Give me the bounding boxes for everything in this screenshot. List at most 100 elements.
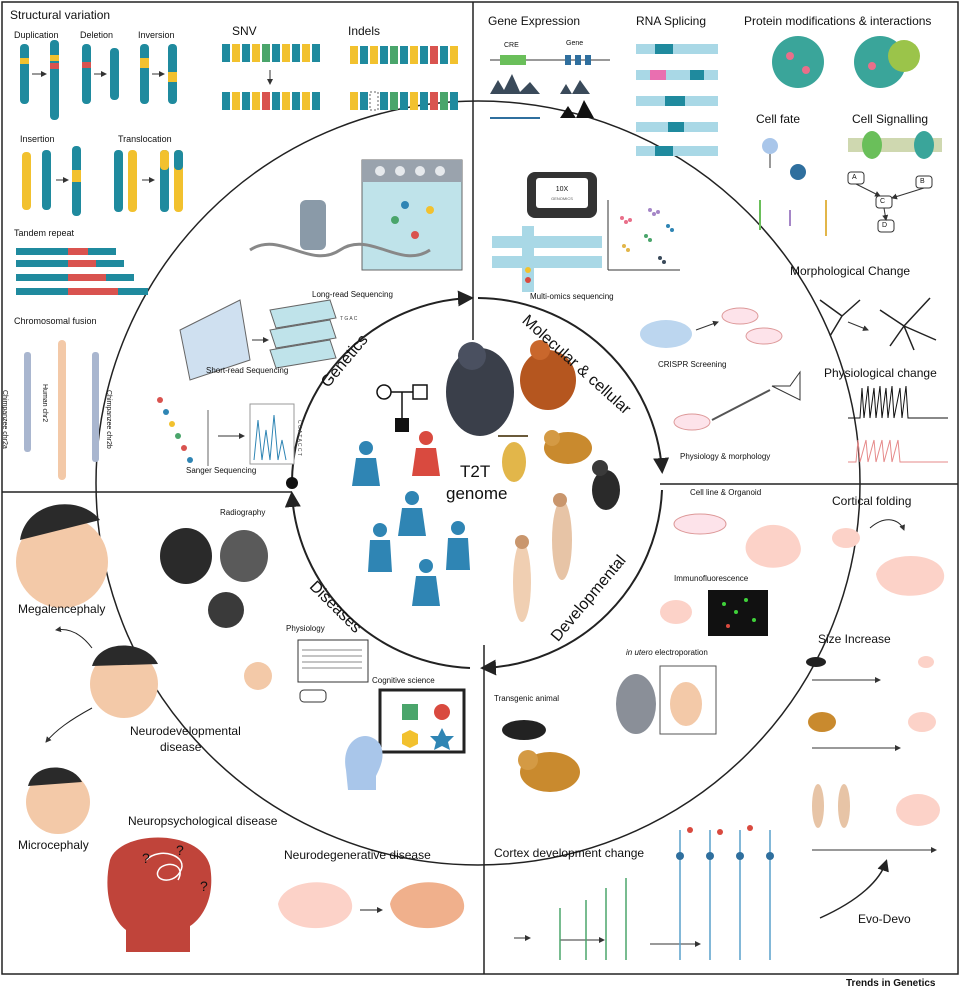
cell-fate-illustration [759, 138, 827, 236]
hominin-icons [513, 493, 572, 622]
transgenic-animals [502, 720, 580, 792]
mri-scans [160, 528, 268, 628]
insertion-illustration [22, 146, 81, 216]
cortical-folding-illustration [832, 519, 945, 596]
label-physiology: Physiology [286, 624, 325, 633]
people-icons [352, 431, 470, 606]
label-structural-variation: Structural variation [10, 8, 111, 22]
question-mark-2: ? [176, 842, 184, 858]
long-read-sequencer [249, 159, 463, 271]
indels-illustration [350, 46, 458, 111]
label-neuropsych: Neuropsychological disease [128, 814, 278, 828]
question-mark-3: ? [200, 878, 208, 894]
label-snv: SNV [232, 24, 257, 38]
label-cell-fate: Cell fate [756, 112, 801, 126]
label-physio-morph: Physiology & morphology [680, 452, 771, 461]
crispr-illustration [640, 307, 783, 348]
chip-label: 10X [556, 186, 569, 193]
label-in-utero-rest: electroporation [652, 648, 708, 657]
label-cell-signalling: Cell Signalling [852, 112, 929, 126]
label-inversion: Inversion [138, 30, 175, 40]
label-neurodevelopmental-1: Neurodevelopmental [130, 724, 241, 738]
cortex-development-illustration [514, 825, 774, 960]
label-transgenic: Transgenic animal [494, 694, 560, 703]
neurodegeneration-brains [278, 882, 465, 929]
label-physio-change: Physiological change [824, 366, 937, 380]
label-cognitive: Cognitive science [372, 676, 435, 685]
start-dot [286, 477, 298, 489]
label-rna-splicing: RNA Splicing [636, 14, 707, 28]
label-in-utero-italic: in utero [626, 648, 653, 657]
eeg-illustration [244, 639, 369, 703]
rna-splicing-illustration [636, 44, 718, 156]
pedigree-icon [376, 384, 428, 432]
arrow-molecular [477, 297, 670, 474]
label-morph-change: Morphological Change [790, 264, 911, 278]
label-indels: Indels [348, 24, 381, 38]
label-gene: Gene [566, 40, 584, 47]
short-read-flowcell: T G A C [179, 299, 358, 381]
label-chimp-chr2b: Chimpanzee chr2b [105, 390, 112, 449]
label-duplication: Duplication [14, 30, 59, 40]
gorilla-icon [446, 342, 514, 436]
size-increase-illustration [806, 656, 940, 853]
label-short-read: Short-read Sequencing [206, 366, 289, 375]
label-chimp-chr2a: Chimpanzee chr2a [1, 390, 8, 449]
label-gene-expression: Gene Expression [488, 14, 581, 28]
evo-devo-arrow [819, 859, 889, 919]
label-microcephaly: Microcephaly [18, 838, 89, 852]
outer-ring [95, 100, 861, 866]
arrow-genetics [291, 290, 474, 481]
flowcell-letters: T G A C [340, 316, 358, 322]
macaque-icon [544, 430, 592, 464]
arrow-developmental [480, 489, 663, 676]
label-translocation: Translocation [118, 134, 172, 144]
label-multi-omics: Multi-omics sequencing [530, 292, 614, 301]
arrow-diseases [284, 491, 471, 669]
deletion-illustration [82, 44, 119, 104]
chip-sublabel: GENOMICS [551, 196, 573, 201]
question-mark-1: ? [142, 850, 150, 866]
umap-scatter [607, 200, 680, 271]
label-insertion: Insertion [20, 134, 55, 144]
neuropsych-head [107, 837, 212, 952]
sanger-illustration: C G A T A C C T [157, 397, 302, 466]
duplication-illustration [20, 40, 59, 120]
node-d: D [882, 222, 888, 229]
physiological-change-traces [848, 385, 948, 463]
protein-illustration [772, 36, 920, 88]
microfluidic-illustration [492, 226, 602, 292]
label-neurodegen: Neurodegenerative disease [284, 848, 431, 862]
inversion-illustration [140, 44, 177, 104]
neurodevelopmental-head [45, 626, 158, 743]
organoid-illustration [673, 513, 801, 568]
gibbon-icon [498, 435, 528, 482]
label-chromosomal-fusion: Chromosomal fusion [14, 316, 97, 326]
cell-signalling-illustration [847, 131, 942, 233]
in-utero-illustration [616, 665, 717, 735]
node-a: A [852, 174, 857, 181]
label-sanger: Sanger Sequencing [186, 466, 257, 475]
sanger-bases: C G A T A C C T [296, 420, 302, 456]
node-b: B [920, 178, 925, 185]
megalencephaly-head [16, 504, 108, 608]
label-tandem-repeat: Tandem repeat [14, 228, 75, 238]
chimpanzee-icon [592, 460, 620, 510]
label-size-increase: Size Increase [818, 632, 891, 646]
footer-credit: Trends in Genetics [846, 978, 936, 989]
label-protein: Protein modifications & interactions [744, 14, 932, 28]
label-immuno: Immunofluorescence [674, 574, 749, 583]
morphological-change-illustration [819, 297, 937, 351]
center-title-line2: genome [446, 484, 508, 503]
label-evo-devo: Evo-Devo [858, 912, 911, 926]
label-cre: CRE [504, 42, 519, 49]
label-cortex-dev: Cortex development change [494, 846, 645, 860]
chromosomal-fusion-illustration [24, 340, 99, 480]
tandem-repeat-illustration [16, 248, 148, 295]
translocation-illustration [114, 150, 183, 212]
label-radiography: Radiography [220, 508, 266, 517]
center-title-line1: T2T [460, 462, 491, 481]
label-human-chr2: Human chr2 [41, 384, 48, 423]
